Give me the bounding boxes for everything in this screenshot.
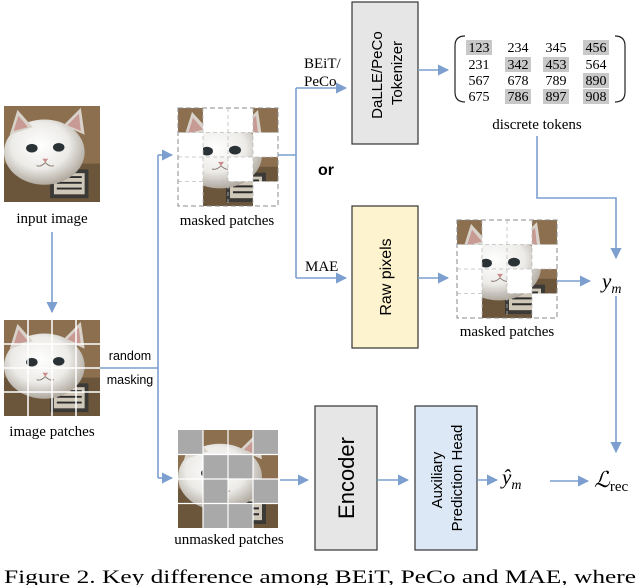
beit-label-line1: BEiT/ (304, 56, 341, 72)
token-value: 678 (508, 74, 529, 89)
aux-head-label-line1: Auxiliary (429, 451, 446, 508)
masked-patches-top (177, 107, 279, 207)
token-value: 345 (546, 41, 567, 56)
token-matrix: 123 234 345 456 231 342 453 564 567 678 789 890 675 7… (454, 35, 626, 105)
aux-head-label-line2: Prediction Head (449, 425, 466, 532)
prediction-y-hat-main: ŷ (500, 465, 512, 489)
target-y-m-main: y (600, 269, 612, 293)
token-value: 789 (546, 74, 567, 89)
token-value: 456 (586, 41, 607, 56)
token-value: 453 (546, 58, 567, 73)
token-value: 342 (508, 58, 529, 73)
or-label: or (318, 162, 334, 179)
tokenizer-box (351, 1, 419, 145)
token-highlight (543, 57, 569, 72)
token-value: 786 (508, 90, 529, 105)
discrete-tokens-label: discrete tokens (492, 117, 582, 133)
beit-label-line2: PeCo (304, 74, 337, 90)
token-value: 231 (469, 58, 490, 73)
token-value: 234 (508, 41, 529, 56)
token-value: 890 (586, 74, 607, 89)
image-patches (4, 320, 100, 416)
loss-l-rec: ℒrec (594, 467, 629, 495)
token-highlight (583, 73, 609, 88)
tokenizer-label-line1: DaLLE/PeCo (369, 31, 386, 119)
figure-caption: Figure 2. Key difference among BEiT, PeC… (4, 567, 636, 585)
loss-main: ℒ (594, 467, 611, 492)
token-value: 567 (469, 74, 490, 89)
masked-patches-top-label: masked patches (180, 213, 275, 229)
raw-pixels-box (351, 205, 419, 349)
token-highlight (543, 89, 569, 104)
masked-patches-mid-label: masked patches (460, 324, 555, 340)
encoder-box (314, 405, 378, 551)
tokenizer-label-line2: Tokenizer (389, 41, 406, 105)
unmasked-patches-label: unmasked patches (174, 532, 284, 548)
token-value: 564 (586, 58, 607, 73)
token-highlight (583, 40, 609, 55)
token-highlight (583, 89, 609, 104)
token-highlight (505, 89, 531, 104)
image-patches-label: image patches (9, 424, 95, 440)
masking-label: masking (107, 373, 154, 387)
aux-head-box (414, 405, 478, 551)
token-value: 897 (546, 90, 567, 105)
arrow-tokens-to-target (536, 136, 622, 260)
loss-sub: rec (610, 479, 629, 495)
prediction-y-hat-sub: m (511, 478, 521, 493)
mae-label: MAE (305, 259, 338, 275)
prediction-y-hat-m: ŷm (500, 465, 521, 493)
token-matrix-right-bracket (614, 35, 626, 103)
token-matrix-left-bracket (454, 35, 466, 103)
encoder-label: Encoder (334, 437, 359, 519)
token-highlight (505, 57, 531, 72)
target-y-m: ym (600, 269, 621, 297)
token-value: 123 (469, 41, 490, 56)
token-value: 675 (469, 90, 490, 105)
input-image-label: input image (16, 211, 88, 227)
token-value: 908 (586, 90, 607, 105)
tokenizer-label: DaLLE/PeCo Tokenizer (369, 27, 406, 119)
masked-patches-mid (456, 219, 558, 319)
raw-pixels-label: Raw pixels (378, 238, 395, 315)
unmasked-patches (178, 430, 278, 528)
token-highlight (466, 40, 492, 55)
aux-head-label: Auxiliary Prediction Head (429, 425, 466, 532)
random-label: random (109, 349, 151, 363)
input-image (4, 106, 100, 202)
target-y-m-sub: m (611, 282, 621, 297)
